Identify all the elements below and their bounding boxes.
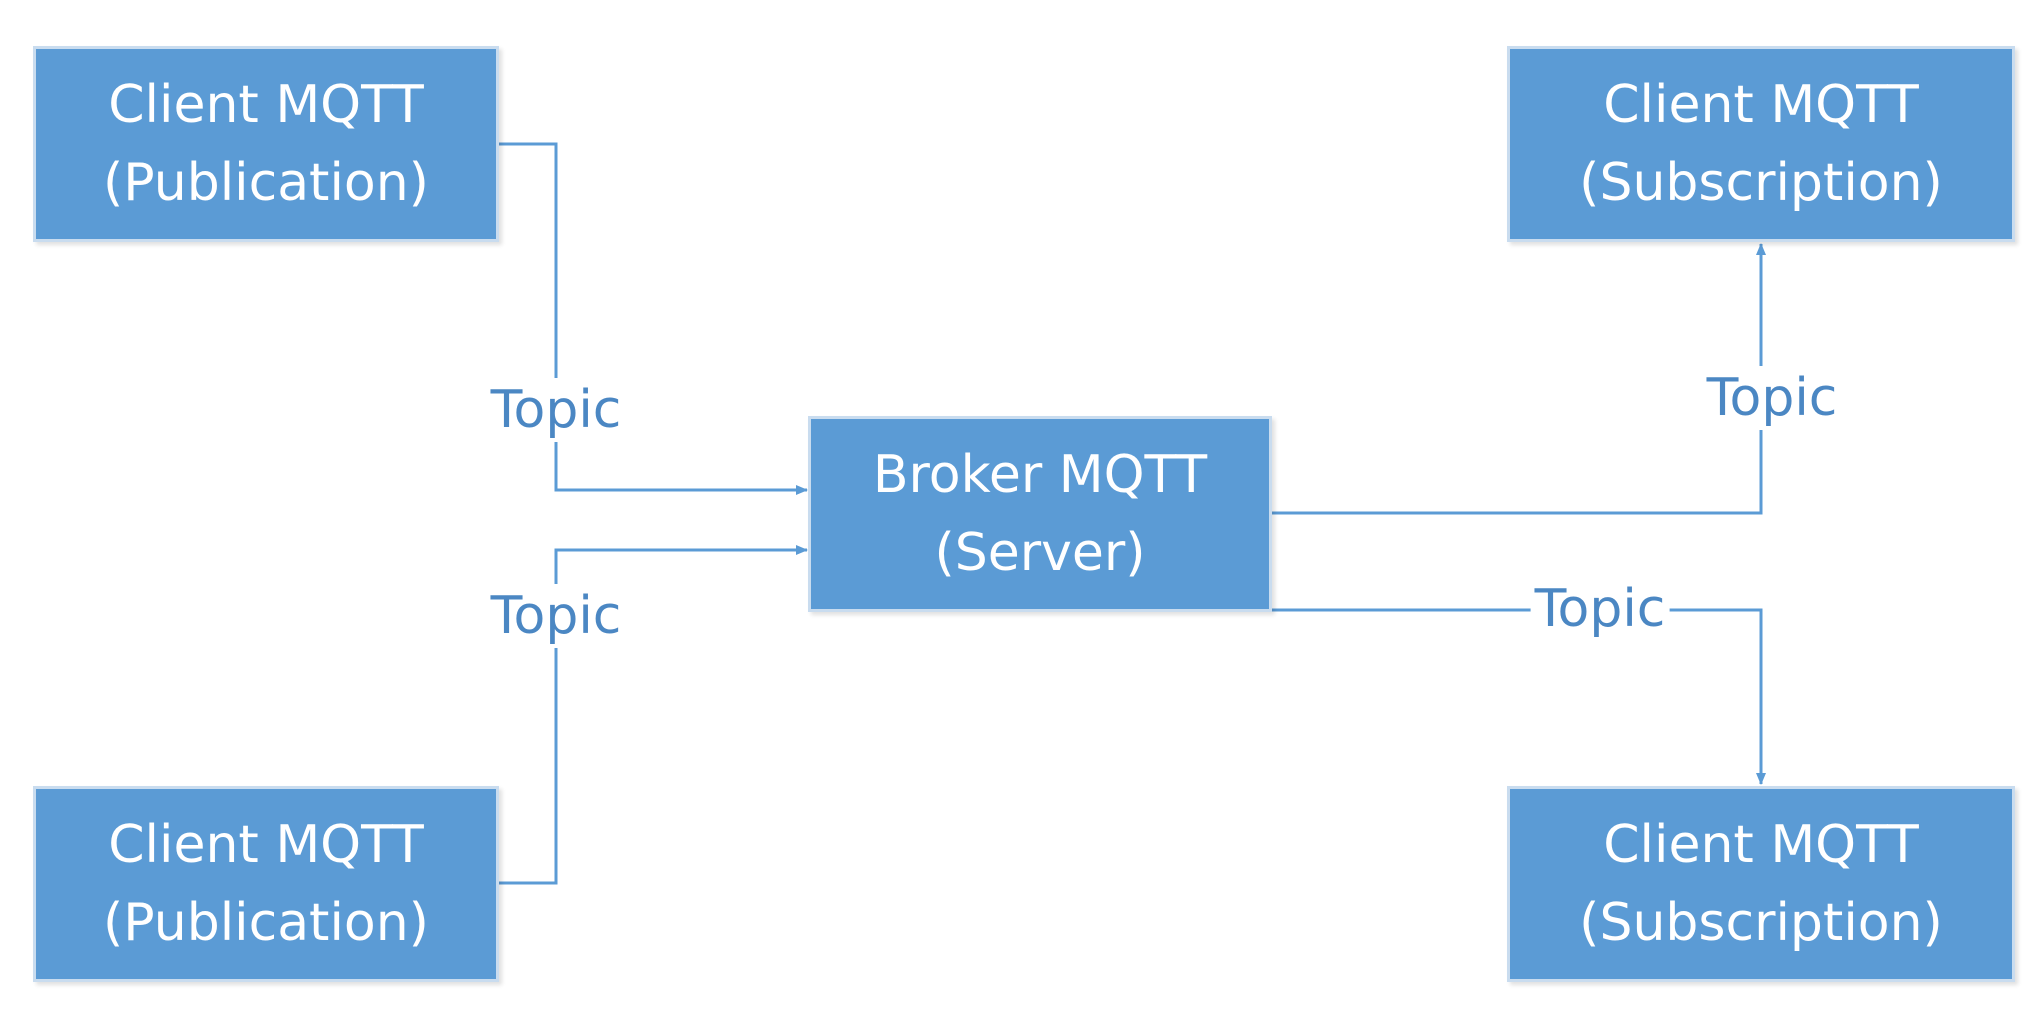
- connector-pub-top-to-broker: [498, 142, 808, 495]
- node-subtitle: (Server): [934, 523, 1146, 583]
- subscriber-client-bottom: Client MQTT (Subscription): [1507, 786, 2015, 982]
- connector-broker-to-sub-bottom: [1271, 608, 1766, 785]
- node-title: Client MQTT: [1603, 75, 1919, 135]
- connector-broker-to-sub-top: [1271, 243, 1766, 515]
- topic-label-sub-bottom: Topic: [1530, 577, 1670, 641]
- node-title: Broker MQTT: [872, 445, 1208, 505]
- topic-label-pub-top: Topic: [486, 378, 626, 442]
- node-subtitle: (Subscription): [1579, 893, 1943, 953]
- topic-label-sub-top: Topic: [1702, 366, 1842, 430]
- connector-pub-bottom-to-broker: [498, 545, 808, 885]
- node-title: Client MQTT: [1603, 815, 1919, 875]
- node-subtitle: (Publication): [103, 153, 429, 213]
- publisher-client-bottom: Client MQTT (Publication): [33, 786, 499, 982]
- subscriber-client-top: Client MQTT (Subscription): [1507, 46, 2015, 242]
- node-title: Client MQTT: [108, 815, 424, 875]
- node-subtitle: (Subscription): [1579, 153, 1943, 213]
- node-title: Client MQTT: [108, 75, 424, 135]
- publisher-client-top: Client MQTT (Publication): [33, 46, 499, 242]
- broker-server: Broker MQTT (Server): [808, 416, 1272, 612]
- node-subtitle: (Publication): [103, 893, 429, 953]
- topic-label-pub-bottom: Topic: [486, 584, 626, 648]
